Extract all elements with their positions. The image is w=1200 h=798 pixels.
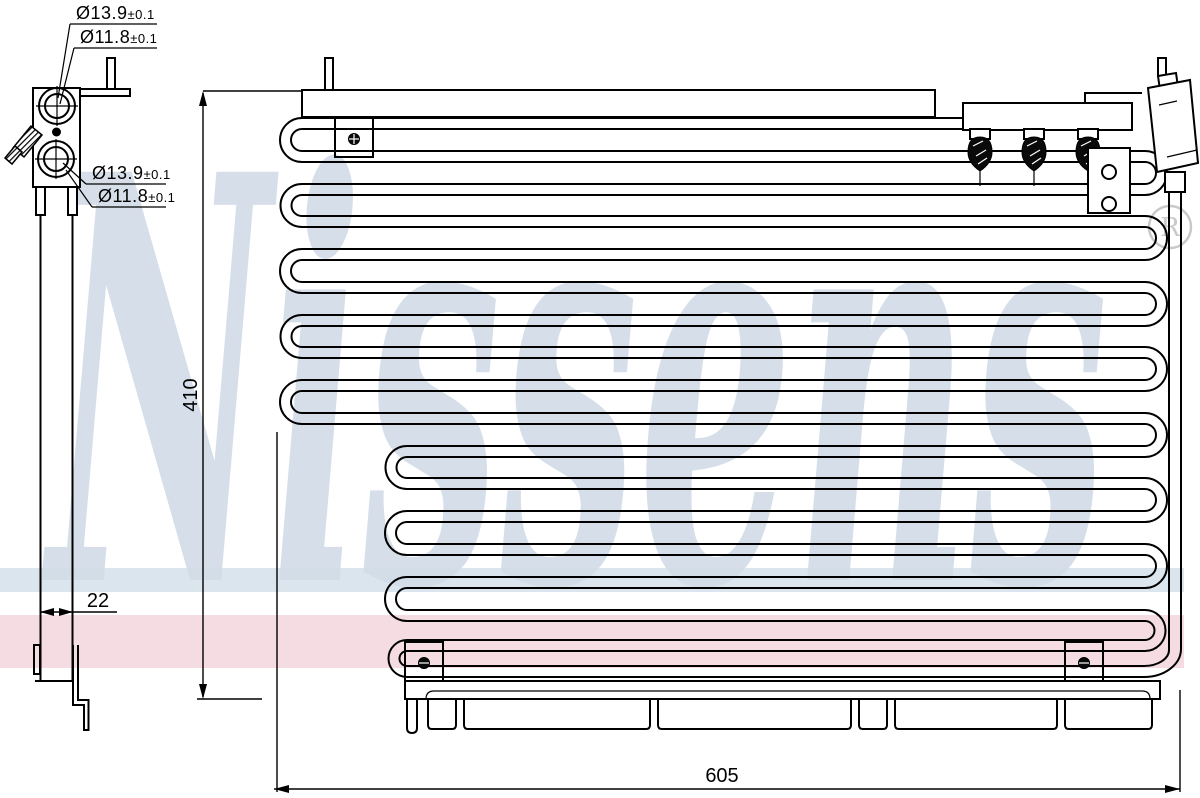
callout-lower-outer: Ø13.9±0.1 [62,162,171,185]
side-clip [33,644,41,675]
manifold-block [962,102,1133,131]
dim-605-label: 605 [705,765,738,787]
outlet-fitting [1146,57,1200,193]
mounting-feet [406,699,1153,735]
side-view [3,57,131,731]
right-bracket-plate [1087,147,1131,214]
watermark-text: Nissens [40,55,1108,713]
side-leg-left [35,186,46,216]
svg-text:Ø13.9±0.1: Ø13.9±0.1 [76,3,155,23]
svg-text:Ø11.8±0.1: Ø11.8±0.1 [98,186,175,206]
top-side-plate [301,89,936,118]
dim-22: 22 [40,590,117,616]
port-top [36,86,78,126]
port-bottom [35,139,77,179]
dim-22-label: 22 [87,590,109,612]
svg-text:Ø11.8±0.1: Ø11.8±0.1 [80,27,157,47]
highlight-bands [0,568,1184,668]
callout-top-outer: Ø13.9±0.1 [57,3,157,99]
hatched-connector [3,124,44,166]
manifold-top-line [1084,92,1142,103]
dim-605: 605 [274,432,1181,793]
side-pin [106,57,116,90]
callout-lower-inner: Ø11.8±0.1 [65,169,175,208]
top-pin [324,57,334,91]
watermark: Nissens R [40,55,1193,713]
bottom-side-plate [404,680,1161,700]
side-foot [72,645,90,731]
center-dot [52,127,61,137]
pink-band [0,615,1184,668]
svg-text:Ø13.9±0.1: Ø13.9±0.1 [92,163,171,183]
side-leg-right [67,186,78,216]
dim-410: 410 [180,91,262,700]
svg-text:R: R [1160,213,1181,243]
side-flange [79,88,131,97]
dimensions: 410 605 22 Ø13.9±0.1 Ø11.8±0.1 [40,3,1181,793]
dim-410-label: 410 [180,378,202,411]
callout-top-inner: Ø11.8±0.1 [59,27,157,105]
front-view [203,57,1200,735]
mount-bracket-top-left [334,117,374,158]
